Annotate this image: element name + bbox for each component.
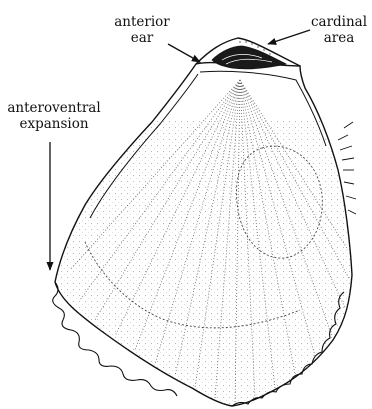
label-anterior-ear-line1: anterior	[102, 14, 182, 30]
label-cardinal-area-line2: area	[306, 30, 372, 46]
arrow-cardinal-area	[268, 30, 310, 44]
label-anteroventral-expansion: anteroventral expansion	[2, 100, 106, 132]
label-anteroventral-expansion-line1: anteroventral	[2, 100, 106, 116]
cardinal-area-shape	[212, 46, 286, 69]
label-anterior-ear: anterior ear	[102, 14, 182, 46]
arrow-anterior-ear	[168, 44, 200, 62]
label-cardinal-area: cardinal area	[306, 14, 372, 46]
label-anteroventral-expansion-line2: expansion	[2, 116, 106, 132]
label-anterior-ear-line2: ear	[102, 30, 182, 46]
label-cardinal-area-line1: cardinal	[306, 14, 372, 30]
